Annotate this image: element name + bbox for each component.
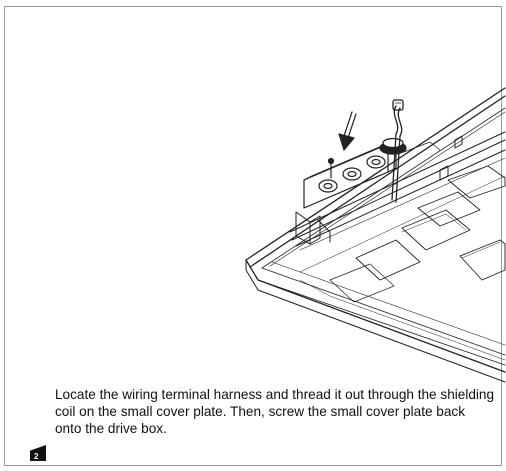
panel-windows: [299, 165, 506, 361]
brackets: [295, 135, 463, 245]
screw-and-arrow: [327, 111, 357, 179]
shielding-coil-harness: [379, 99, 441, 203]
drive-box: [245, 87, 506, 383]
rail: [289, 131, 506, 251]
page-frame: [4, 6, 502, 466]
step-number: 2: [34, 452, 39, 461]
instruction-text: Locate the wiring terminal harness and t…: [55, 387, 495, 436]
